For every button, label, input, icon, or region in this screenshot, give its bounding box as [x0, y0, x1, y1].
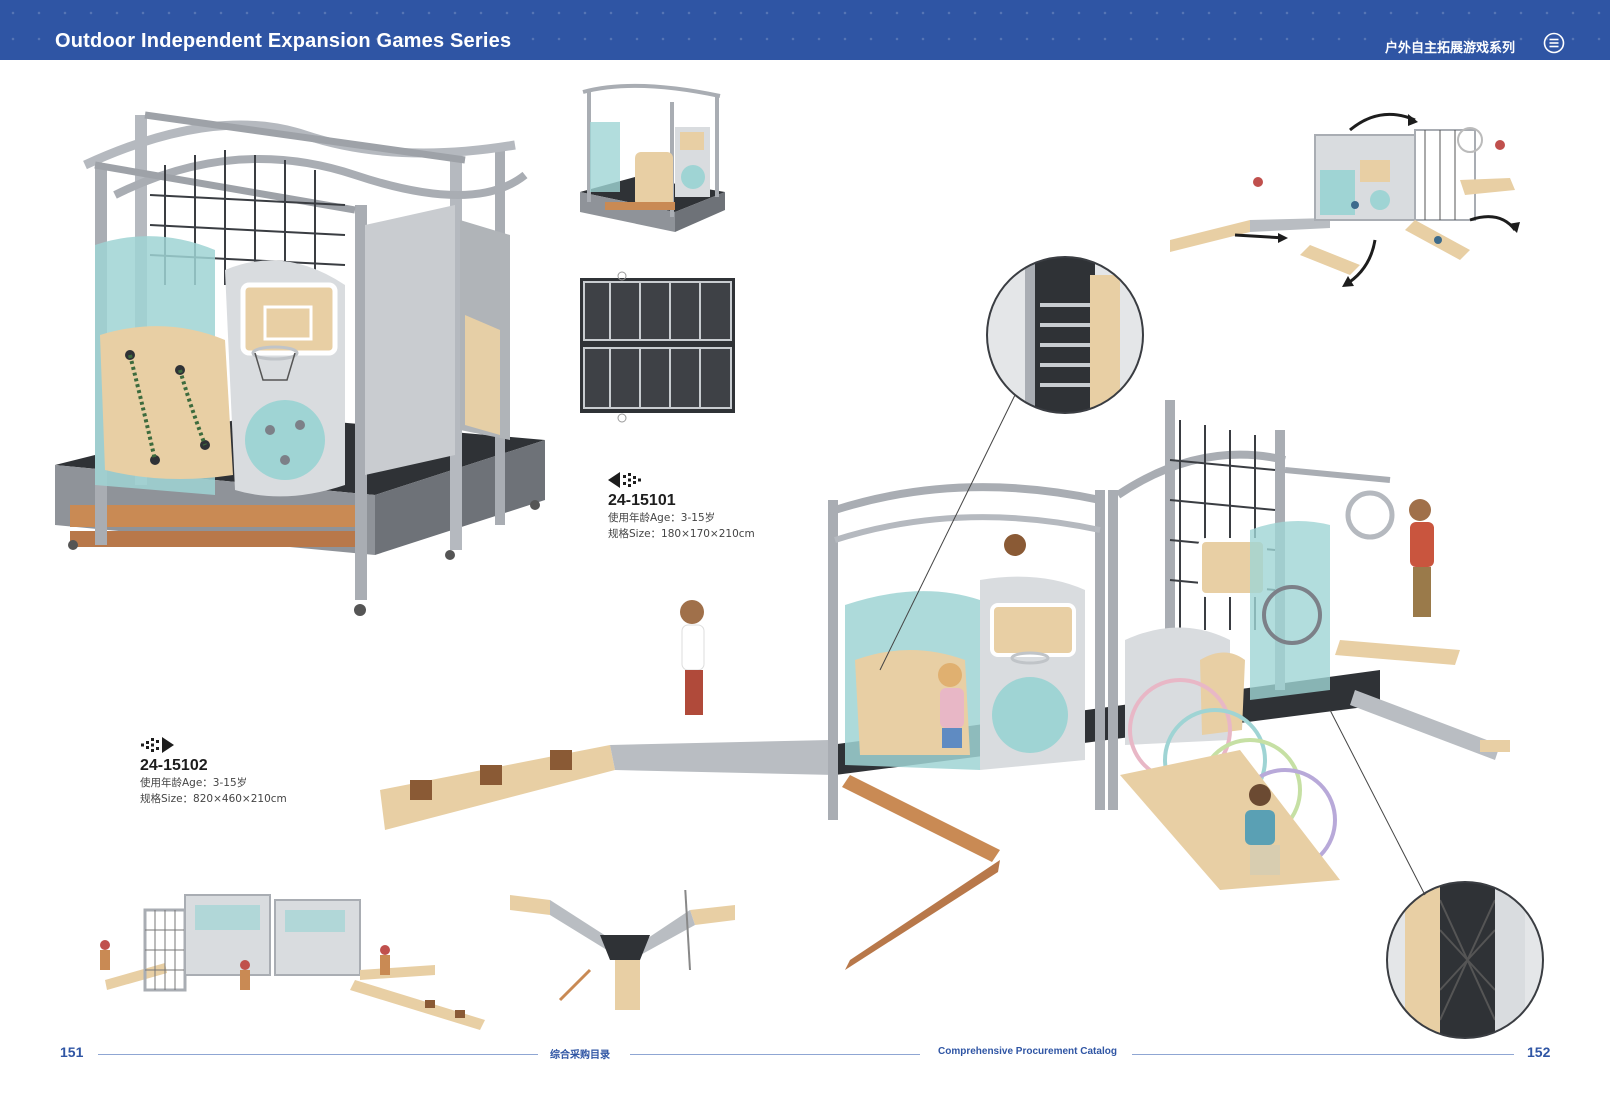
product-info-24-15101: 24-15101 使用年龄Age：3-15岁 规格Size：180×170×21…: [608, 470, 755, 542]
product-age: 使用年龄Age：3-15岁: [140, 777, 248, 789]
product-24-15102-flow-overview: [1170, 112, 1520, 287]
product-24-15101-perspective-thumb: [580, 83, 725, 232]
footer-catalog-en: Comprehensive Procurement Catalog: [938, 1046, 1117, 1057]
header-band: Outdoor Independent Expansion Games Seri…: [0, 0, 1610, 60]
product-24-15102-side-scene: [100, 894, 485, 1030]
footer-divider: [98, 1054, 538, 1055]
product-24-15101-large-render: [55, 111, 545, 616]
arrow-left-icon: [608, 472, 641, 488]
product-info-24-15102: 24-15102 使用年龄Age：3-15岁 规格Size：820×460×21…: [140, 735, 287, 807]
child-figures: [680, 499, 1434, 875]
detail-circle-net: [1386, 881, 1544, 1039]
product-size: 规格Size：180×170×210cm: [608, 528, 755, 540]
footer-divider: [1132, 1054, 1514, 1055]
product-age: 使用年龄Age：3-15岁: [608, 512, 716, 524]
header-title-cn: 户外自主拓展游戏系列: [1384, 41, 1515, 56]
header-title: Outdoor Independent Expansion Games Seri…: [55, 30, 512, 52]
footer: 151 综合采购目录 Comprehensive Procurement Cat…: [0, 1040, 1610, 1070]
page-number-right: 152: [1527, 1044, 1551, 1060]
product-code: 24-15101: [608, 492, 676, 509]
product-code: 24-15102: [140, 757, 208, 774]
detail-circle-stairs: [986, 256, 1144, 414]
footer-divider: [630, 1054, 920, 1055]
product-size: 规格Size：820×460×210cm: [140, 793, 287, 805]
page-number-left: 151: [60, 1044, 84, 1060]
arrow-right-icon: [141, 737, 174, 753]
product-24-15101-top-view-thumb: [580, 271, 735, 423]
menu-circle-icon: [1543, 32, 1565, 54]
footer-catalog-cn: 综合采购目录: [550, 1050, 610, 1061]
product-24-15102-y-bridge: [510, 890, 735, 1010]
